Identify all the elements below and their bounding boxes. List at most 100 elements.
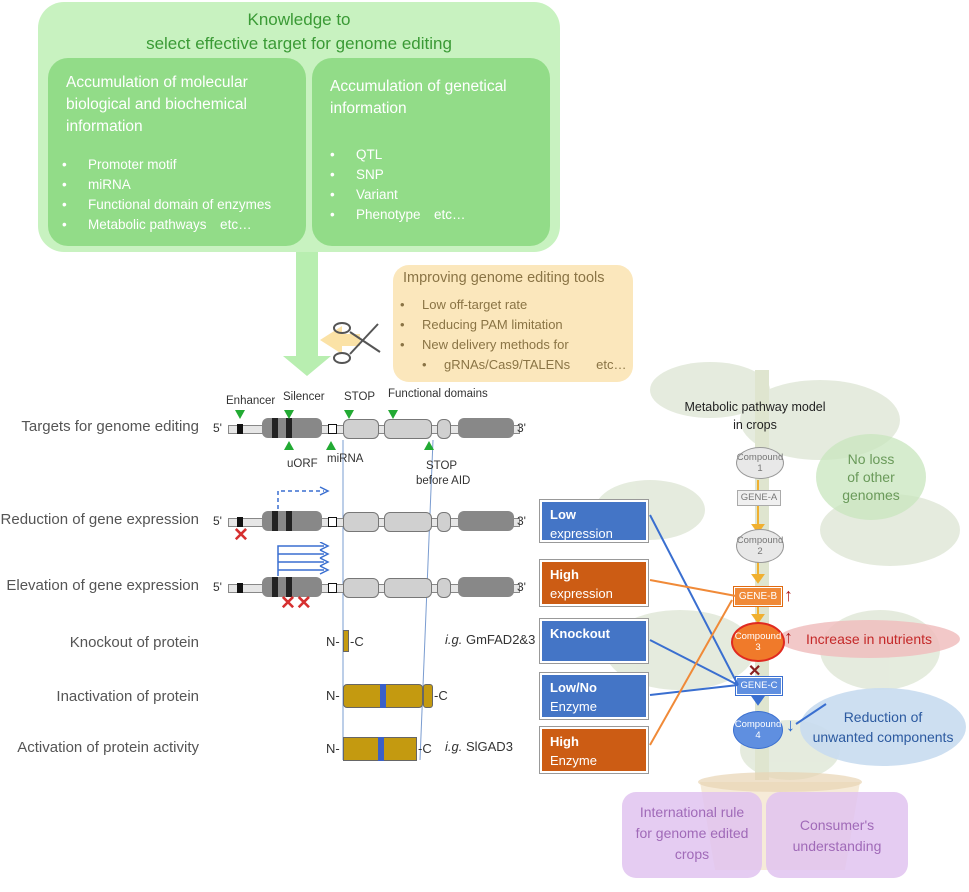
compound-number: 4: [755, 730, 761, 741]
list-item: gRNAs/Cas9/TALENs etc…: [400, 355, 627, 375]
n-term-label: N-: [326, 634, 340, 649]
low-no-activity-box: Low/No Enzyme activity: [539, 672, 649, 733]
compound-label: Compound: [734, 719, 782, 730]
list-item: Functional domain of enzymes: [62, 195, 271, 215]
list-item: Phenotype etc…: [330, 205, 466, 225]
silencer-label: Silencer: [283, 391, 325, 403]
row-label-activation: Activation of protein activity: [17, 739, 199, 756]
three-prime-label: 3': [517, 580, 526, 594]
knowledge-arrow-stem: [296, 252, 318, 362]
mirna-site: [328, 517, 337, 527]
n-term-label: N-: [326, 741, 340, 756]
box-line2: expression: [550, 526, 613, 541]
knowledge-arrow-head: [283, 356, 331, 376]
increase-label: Increase in nutrients: [805, 631, 933, 647]
example-gene: SlGAD3: [465, 739, 513, 754]
pathway-title: Metabolic pathway model in crops: [670, 398, 840, 434]
compound-number: 3: [755, 642, 761, 653]
exon-dark: [458, 418, 514, 438]
pathway-arrows: [751, 480, 765, 706]
marker-triangle: [388, 410, 398, 419]
box-line2: Enzyme activity: [550, 753, 597, 787]
uorf-mark: [272, 418, 278, 438]
exon-light: [437, 419, 451, 439]
marker-triangle: [424, 441, 434, 450]
row-label-elevation: Elevation of gene expression: [6, 577, 199, 594]
genetical-title-line2: information: [330, 100, 407, 117]
uorf-label: uORF: [287, 458, 318, 470]
exon-dark: [262, 511, 322, 531]
five-prime-label: 5': [213, 514, 222, 528]
compound-number: 2: [757, 546, 763, 557]
marker-triangle: [235, 410, 245, 419]
mutation-site: [378, 737, 384, 761]
guide-lines: [342, 440, 434, 761]
genetical-title-line1: Accumulation of genetical: [330, 78, 507, 95]
consumer-line2: understanding: [792, 838, 882, 854]
no-loss-bubble: No loss of other genomes: [816, 434, 926, 520]
knockout-example: i.g. GmFAD2&3: [445, 632, 535, 647]
no-loss-line1: No loss: [847, 451, 895, 467]
exon-dark: [262, 418, 322, 438]
stop-label: STOP: [344, 391, 376, 403]
enhancer-element: [237, 517, 243, 527]
five-prime-label: 5': [213, 580, 222, 594]
uorf-mark: [286, 577, 292, 597]
knowledge-title-line2: select effective target for genome editi…: [146, 34, 452, 53]
reduction-bubble: Reduction of unwanted components: [800, 688, 966, 766]
mirna-label: miRNA: [327, 453, 364, 465]
scissors-icon: [320, 322, 381, 364]
up-arrow-icon: ↑: [784, 585, 793, 605]
genetical-list: QTL SNP Variant Phenotype etc…: [330, 145, 466, 225]
list-item: Reducing PAM limitation: [400, 315, 627, 335]
compound-label: Compound: [734, 631, 782, 642]
row-label-targets: Targets for genome editing: [21, 418, 199, 435]
marker-triangle: [284, 410, 294, 419]
uorf-mark: [286, 511, 292, 531]
exon-light: [384, 419, 432, 439]
high-transcription-arrows-icon: [277, 542, 330, 576]
exon-dark: [458, 511, 514, 531]
compound-number: 1: [757, 463, 763, 474]
list-item: SNP: [330, 165, 466, 185]
reduction-line2: unwanted components: [812, 729, 954, 745]
list-item: Promoter motif: [62, 155, 271, 175]
box-line1: High: [550, 567, 579, 582]
list-item: Low off-target rate: [400, 295, 627, 315]
exon-dark: [458, 577, 514, 597]
c-term-label: -C: [434, 688, 448, 703]
example-prefix: i.g.: [445, 632, 463, 647]
pathway-title-line2: in crops: [733, 418, 777, 432]
exon-light: [343, 578, 379, 598]
knowledge-title-line1: Knowledge to: [247, 10, 351, 29]
five-prime-label: 5': [213, 421, 222, 435]
protein-segment: [423, 684, 433, 708]
genetical-title: Accumulation of genetical information: [330, 76, 507, 120]
box-line1: Low: [550, 507, 576, 522]
high-activity-box: High Enzyme activity: [539, 726, 649, 787]
mirna-site: [328, 583, 337, 593]
gene-a-node: GENE-A: [737, 490, 781, 506]
n-term-label: N-: [326, 688, 340, 703]
truncated-protein: [343, 630, 349, 652]
uorf-mark: [272, 511, 278, 531]
no-loss-line3: genomes: [842, 487, 900, 503]
uorf-mark: [272, 577, 278, 597]
block-x-icon: ✕: [748, 663, 762, 680]
c-term-label: -C: [350, 634, 364, 649]
list-item: Metabolic pathways etc…: [62, 215, 271, 235]
list-item: QTL: [330, 145, 466, 165]
row-label-reduction: Reduction of gene expression: [0, 511, 199, 528]
no-loss-line2: of other: [847, 469, 895, 485]
intl-line2: for genome edited: [635, 825, 749, 841]
international-rule-box: [622, 792, 762, 878]
three-prime-label: 3': [517, 514, 526, 528]
enhancer-element: [237, 424, 243, 434]
row-label-knockout: Knockout of protein: [69, 634, 199, 651]
high-expression-box: High expression: [539, 559, 649, 607]
up-arrow-icon: ↑: [784, 627, 793, 647]
example-prefix: i.g.: [445, 739, 463, 754]
